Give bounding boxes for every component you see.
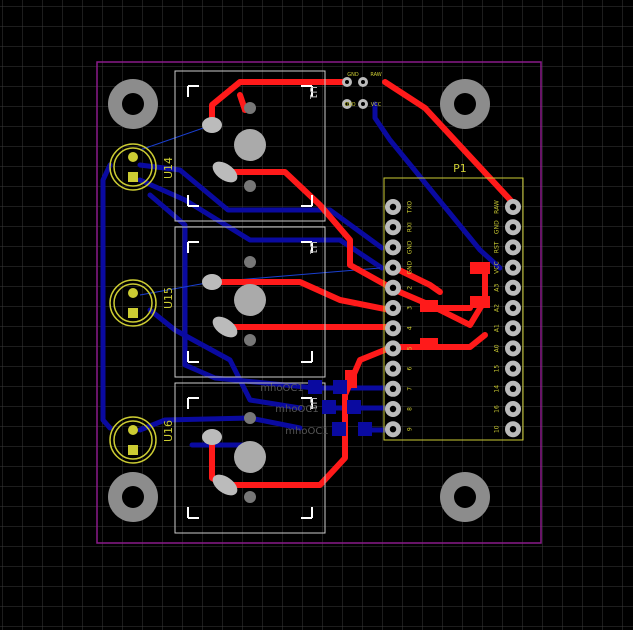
header-pin-label: 3: [407, 306, 414, 310]
header-pin: RST: [494, 239, 521, 256]
header-pin-label: VCC: [494, 261, 501, 273]
header-pin: 6: [385, 360, 414, 377]
resistor-label-2: mhoOC1: [275, 404, 318, 415]
header-pin-label: RAW: [494, 200, 501, 214]
u1-mark: U1: [307, 397, 318, 411]
header-pin-label: 16: [494, 405, 501, 413]
led-outline: [109, 279, 157, 327]
button-center-pad: [234, 284, 266, 316]
mounting-holes: [108, 79, 490, 522]
header-pin: RAW: [494, 199, 521, 215]
u1-mark: U1: [307, 241, 318, 255]
header-pin-label: 2: [407, 286, 414, 290]
header-pin: RXI: [385, 219, 414, 236]
header-pin: 15: [494, 360, 521, 377]
button-oval-pads: [202, 117, 238, 496]
u16-label: U16: [162, 420, 175, 442]
header-pin: 16: [494, 401, 521, 417]
header-pin-label: 7: [407, 387, 414, 391]
header-pin: 2: [385, 279, 414, 296]
header-pin: GND: [494, 219, 521, 236]
board-outline: [96, 61, 542, 544]
button-center-pad: [234, 441, 266, 473]
top-copper-pads: [345, 262, 490, 388]
button-center-pad: [234, 129, 266, 161]
header-pin-label: 15: [494, 365, 501, 373]
resistor-label-1: mhoOC1: [260, 383, 303, 394]
header-pin: 7: [385, 380, 414, 397]
button-footprints: [174, 70, 326, 534]
header-pin-label: GND: [494, 220, 501, 234]
header-pin: 4: [385, 320, 414, 337]
button-centers: [234, 102, 266, 503]
header-pin-label: 8: [407, 407, 414, 411]
header-pin-label: GND: [407, 240, 414, 254]
u1-mark: U1: [307, 86, 318, 100]
header-left-pins: TXO RXI GND GND 2 3 4 5 6 7 8 9: [385, 199, 414, 438]
led-outline: [109, 143, 157, 191]
ovo-label: OVO: [344, 102, 355, 108]
header-pin-label: 14: [494, 385, 501, 393]
header-pin: 8: [385, 401, 414, 417]
header-pin-label: A2: [494, 304, 501, 312]
header-pin-label: A1: [494, 324, 501, 332]
header-pin-label: TXO: [407, 201, 414, 214]
header-pin-label: A0: [494, 344, 501, 352]
header-pin: TXO: [385, 199, 414, 215]
header-pin-label: 5: [407, 346, 414, 350]
header-pin-label: 6: [407, 367, 414, 371]
header-pin: GND: [385, 259, 414, 276]
header-pin-label: A3: [494, 284, 501, 292]
header-pin: A1: [494, 320, 521, 337]
header-pin: 14: [494, 380, 521, 397]
header-pin: A0: [494, 340, 521, 357]
header-pin-label: GND: [407, 260, 414, 274]
led-footprints: [109, 143, 157, 464]
vcc-label: VCC: [371, 102, 382, 108]
header-pin: 9: [385, 421, 414, 438]
resistor-pads: [308, 380, 372, 436]
header-pin: 10: [494, 421, 521, 438]
p1-label: P1: [453, 162, 467, 175]
header-pin-label: RST: [494, 241, 501, 253]
header-pin-label: RXI: [407, 222, 414, 232]
header-pin: VCC: [494, 259, 521, 276]
resistor-label-3: mhoOC1: [285, 426, 328, 437]
header-pin: A3: [494, 279, 521, 296]
header-pin-label: 10: [494, 425, 501, 433]
raw-label: RAW: [370, 72, 381, 78]
header-pin: A2: [494, 300, 521, 316]
corner-marks: [187, 85, 313, 519]
header-pin: GND: [385, 239, 414, 256]
led-outline: [109, 416, 157, 464]
u15-label: U15: [162, 287, 175, 309]
gnd-label: GND: [347, 72, 359, 78]
header-pin-label: 4: [407, 326, 414, 330]
p1-outline: [383, 177, 524, 441]
power-connector: GND RAW OVO VCC: [342, 72, 382, 109]
u14-label: U14: [162, 157, 175, 179]
header-pin: 3: [385, 300, 414, 316]
header-pin-label: 9: [407, 427, 414, 431]
led-pads: [128, 152, 138, 455]
header-pin: 5: [385, 340, 414, 357]
